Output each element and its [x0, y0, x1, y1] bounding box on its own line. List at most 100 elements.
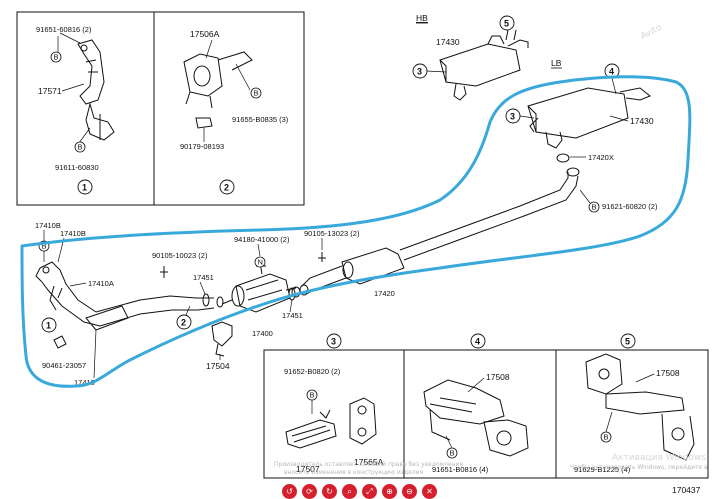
rubber-17565A: [349, 397, 377, 445]
part-label-17400: 17400: [252, 329, 273, 338]
watermark-line-1: Производитель оставляет за собой право б…: [274, 461, 463, 468]
part-label-17571: 17571: [38, 86, 62, 96]
tail-pipe: [399, 167, 580, 261]
callout-b-4-detail-letter: B: [450, 449, 455, 458]
nut-90461: [53, 335, 67, 349]
part-label-17507: 17507: [296, 464, 320, 474]
part-label-17504: 17504: [206, 361, 230, 371]
mount-17508-4: [423, 379, 529, 457]
part-label-17420: 17420: [374, 289, 395, 298]
part-label-17565A: 17565A: [354, 457, 384, 467]
section-callout-1-main: [41, 317, 57, 333]
section-callout-2-number: 2: [224, 183, 229, 193]
part-label-17420X: 17420X: [588, 153, 614, 162]
toolbar-button-2[interactable]: ⟳: [302, 484, 317, 499]
catalytic-converter-17400: [216, 273, 301, 313]
muffler-hb: [439, 29, 529, 101]
callout-b-front-letter: B: [42, 242, 47, 251]
part-label-17506A: 17506A: [190, 29, 220, 39]
part-label-91651-60816: 91651-60816 (2): [36, 25, 92, 34]
callout-n: [254, 256, 266, 268]
part-label-17451: 17451: [193, 273, 214, 282]
section-callout-2-main-number: 2: [181, 318, 186, 328]
detail-box-1-2: [16, 11, 305, 206]
toolbar-button-3[interactable]: ↻: [322, 484, 337, 499]
part-label-91651-B0816: 91651-B0816 (4): [432, 465, 489, 474]
watermark-line-2: вносить изменения в конструкцию изделия: [284, 469, 424, 476]
callout-b-3-detail-letter: B: [310, 391, 315, 400]
section-callout-3: [326, 333, 342, 349]
part-label-17508-4: 17508: [486, 372, 510, 382]
blue-annotation-outline: [20, 75, 692, 388]
variant-label-lb: LB: [551, 58, 562, 68]
leader-lines-2: [203, 39, 251, 142]
gasket-17420X: [556, 153, 570, 163]
muffler-lb: [527, 87, 651, 149]
callout-b-1: [50, 51, 62, 63]
part-label-17430-hb: 17430: [436, 37, 460, 47]
section-callout-1-main-number: 1: [46, 321, 51, 331]
part-label-90179-08193: 90179-08193: [180, 142, 224, 151]
detail-box-3-4-5: [263, 349, 709, 479]
part-label-91652-B0820: 91652-B0820 (2): [284, 367, 341, 376]
toolbar-button-4[interactable]: ⌕: [342, 484, 357, 499]
section-callout-4-number: 4: [475, 337, 480, 347]
callout-b-2-letter: B: [78, 143, 83, 152]
section-callout-4-top-number: 4: [609, 67, 614, 77]
section-callout-1: [77, 179, 93, 195]
toolbar-button-5[interactable]: ⤢: [362, 484, 377, 499]
part-label-17508-5: 17508: [656, 368, 680, 378]
bracket-17507: [285, 409, 337, 449]
toolbar-button-7[interactable]: ⊖: [402, 484, 417, 499]
callout-b-5-detail-letter: B: [604, 433, 609, 442]
leader-lines-1: [57, 32, 91, 148]
section-callout-5-top: [499, 15, 515, 31]
part-label-90461-23057: 90461-23057: [42, 361, 86, 370]
callout-b-3-letter: B: [254, 89, 259, 98]
toolbar-button-1[interactable]: ↺: [282, 484, 297, 499]
toolbar-button-8[interactable]: ✕: [422, 484, 437, 499]
part-label-17410B-1: 17410B: [35, 221, 61, 230]
mount-17506A: [183, 51, 253, 129]
bracket-17571: [77, 39, 115, 141]
section-callout-3-top-number: 3: [417, 67, 422, 77]
section-callout-2: [219, 179, 235, 195]
part-label-90105-13023: 90105-13023 (2): [304, 229, 360, 238]
section-callout-5-number: 5: [625, 337, 630, 347]
part-label-17410B-2: 17410B: [60, 229, 86, 238]
section-callout-4: [470, 333, 486, 349]
part-label-91611-60830: 91611-60830: [55, 163, 99, 172]
avito-watermark: Avito: [639, 22, 664, 42]
part-label-17451-b: 17451: [282, 311, 303, 320]
section-callout-5-top-number: 5: [504, 19, 509, 29]
part-label-17410A: 17410A: [88, 279, 114, 288]
diagram-code: 170437: [672, 485, 701, 495]
image-viewer-toolbar: ↺ ⟳ ↻ ⌕ ⤢ ⊕ ⊖ ✕: [282, 484, 437, 499]
callout-b-3: [250, 87, 262, 99]
callout-b-tail-letter: B: [592, 203, 597, 212]
section-callout-5: [620, 333, 636, 349]
callout-b-1-letter: B: [54, 53, 59, 62]
center-muffler: [299, 247, 405, 296]
section-callout-3-lb-number: 3: [510, 112, 515, 122]
part-label-90105-10023: 90105-10023 (2): [152, 251, 208, 260]
part-label-91655-B0835: 91655-B0835 (3): [232, 115, 289, 124]
part-label-17430-lb: 17430: [630, 116, 654, 126]
bolts-90105: [160, 252, 326, 278]
part-label-17410: 17410: [74, 378, 95, 387]
hanger-17504: [211, 321, 233, 357]
section-callout-3-number: 3: [331, 337, 336, 347]
section-callout-2-main: [176, 314, 192, 330]
callout-b-tail: [588, 201, 600, 213]
mount-17508-5: [585, 353, 695, 461]
variant-label-hb: HB: [416, 13, 428, 23]
windows-activation-subtext: Чтобы активировать Windows, перейдите в: [570, 464, 708, 471]
part-label-91621-60820: 91621-60820 (2): [602, 202, 658, 211]
windows-activation-text: Активация Windows: [612, 453, 706, 463]
front-pipe-17410: [35, 261, 215, 331]
part-label-94180-41000: 94180-41000 (2): [234, 235, 290, 244]
callout-b-2: [74, 141, 86, 153]
toolbar-button-6[interactable]: ⊕: [382, 484, 397, 499]
section-callout-1-number: 1: [82, 183, 87, 193]
